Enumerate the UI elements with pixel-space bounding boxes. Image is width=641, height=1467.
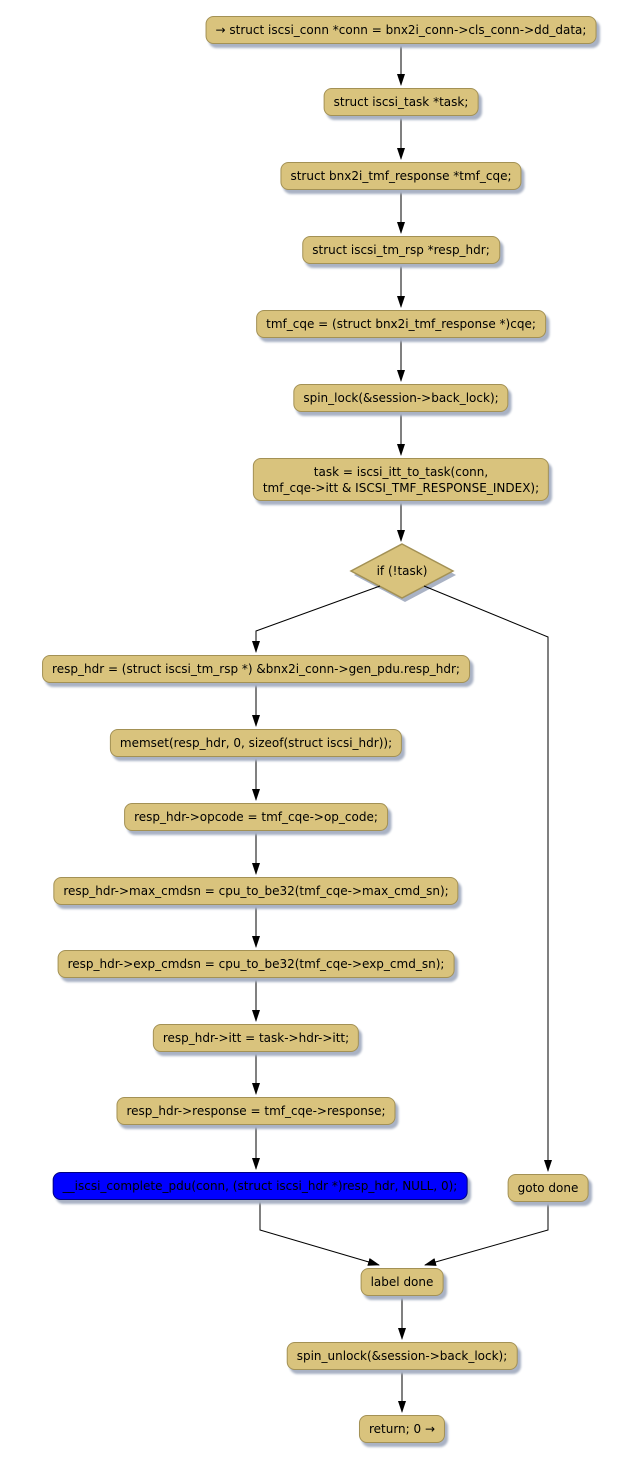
- node-spin-unlock: spin_unlock(&session->back_lock);: [286, 1342, 518, 1370]
- node-set-opcode: resp_hdr->opcode = tmf_cqe->op_code;: [124, 803, 388, 831]
- connector-branch-false: [423, 585, 552, 1172]
- node-assign-tmf-cqe: tmf_cqe = (struct bnx2i_tmf_response *)c…: [256, 310, 546, 338]
- node-start: → struct iscsi_conn *conn = bnx2i_conn->…: [205, 16, 597, 44]
- connector-branch-true: [252, 585, 381, 653]
- node-declare-resp-hdr: struct iscsi_tm_rsp *resp_hdr;: [302, 236, 500, 264]
- node-spin-lock: spin_lock(&session->back_lock);: [293, 384, 509, 412]
- node-set-exp-cmdsn: resp_hdr->exp_cmdsn = cpu_to_be32(tmf_cq…: [57, 950, 455, 978]
- node-declare-task: struct iscsi_task *task;: [323, 88, 479, 116]
- node-return: return; 0 →: [358, 1415, 446, 1443]
- node-set-itt: resp_hdr->itt = task->hdr->itt;: [152, 1024, 360, 1052]
- node-lookup-task: task = iscsi_itt_to_task(conn, tmf_cqe->…: [252, 458, 550, 501]
- node-complete-pdu-highlighted: __iscsi_complete_pdu(conn, (struct iscsi…: [52, 1172, 468, 1200]
- decision-diamond: [349, 543, 455, 599]
- decision-if-not-task: if (!task): [376, 564, 428, 578]
- node-set-response: resp_hdr->response = tmf_cqe->response;: [116, 1097, 396, 1125]
- connector-goto-to-done: [424, 1202, 549, 1266]
- node-memset: memset(resp_hdr, 0, sizeof(struct iscsi_…: [109, 729, 403, 757]
- connector-complete-to-done: [259, 1200, 380, 1266]
- node-declare-tmf-cqe: struct bnx2i_tmf_response *tmf_cqe;: [280, 162, 522, 190]
- node-resp-hdr-assign: resp_hdr = (struct iscsi_tm_rsp *) &bnx2…: [42, 655, 470, 683]
- node-goto-done: goto done: [507, 1174, 589, 1202]
- node-set-max-cmdsn: resp_hdr->max_cmdsn = cpu_to_be32(tmf_cq…: [53, 877, 459, 905]
- node-label-done: label done: [360, 1268, 444, 1296]
